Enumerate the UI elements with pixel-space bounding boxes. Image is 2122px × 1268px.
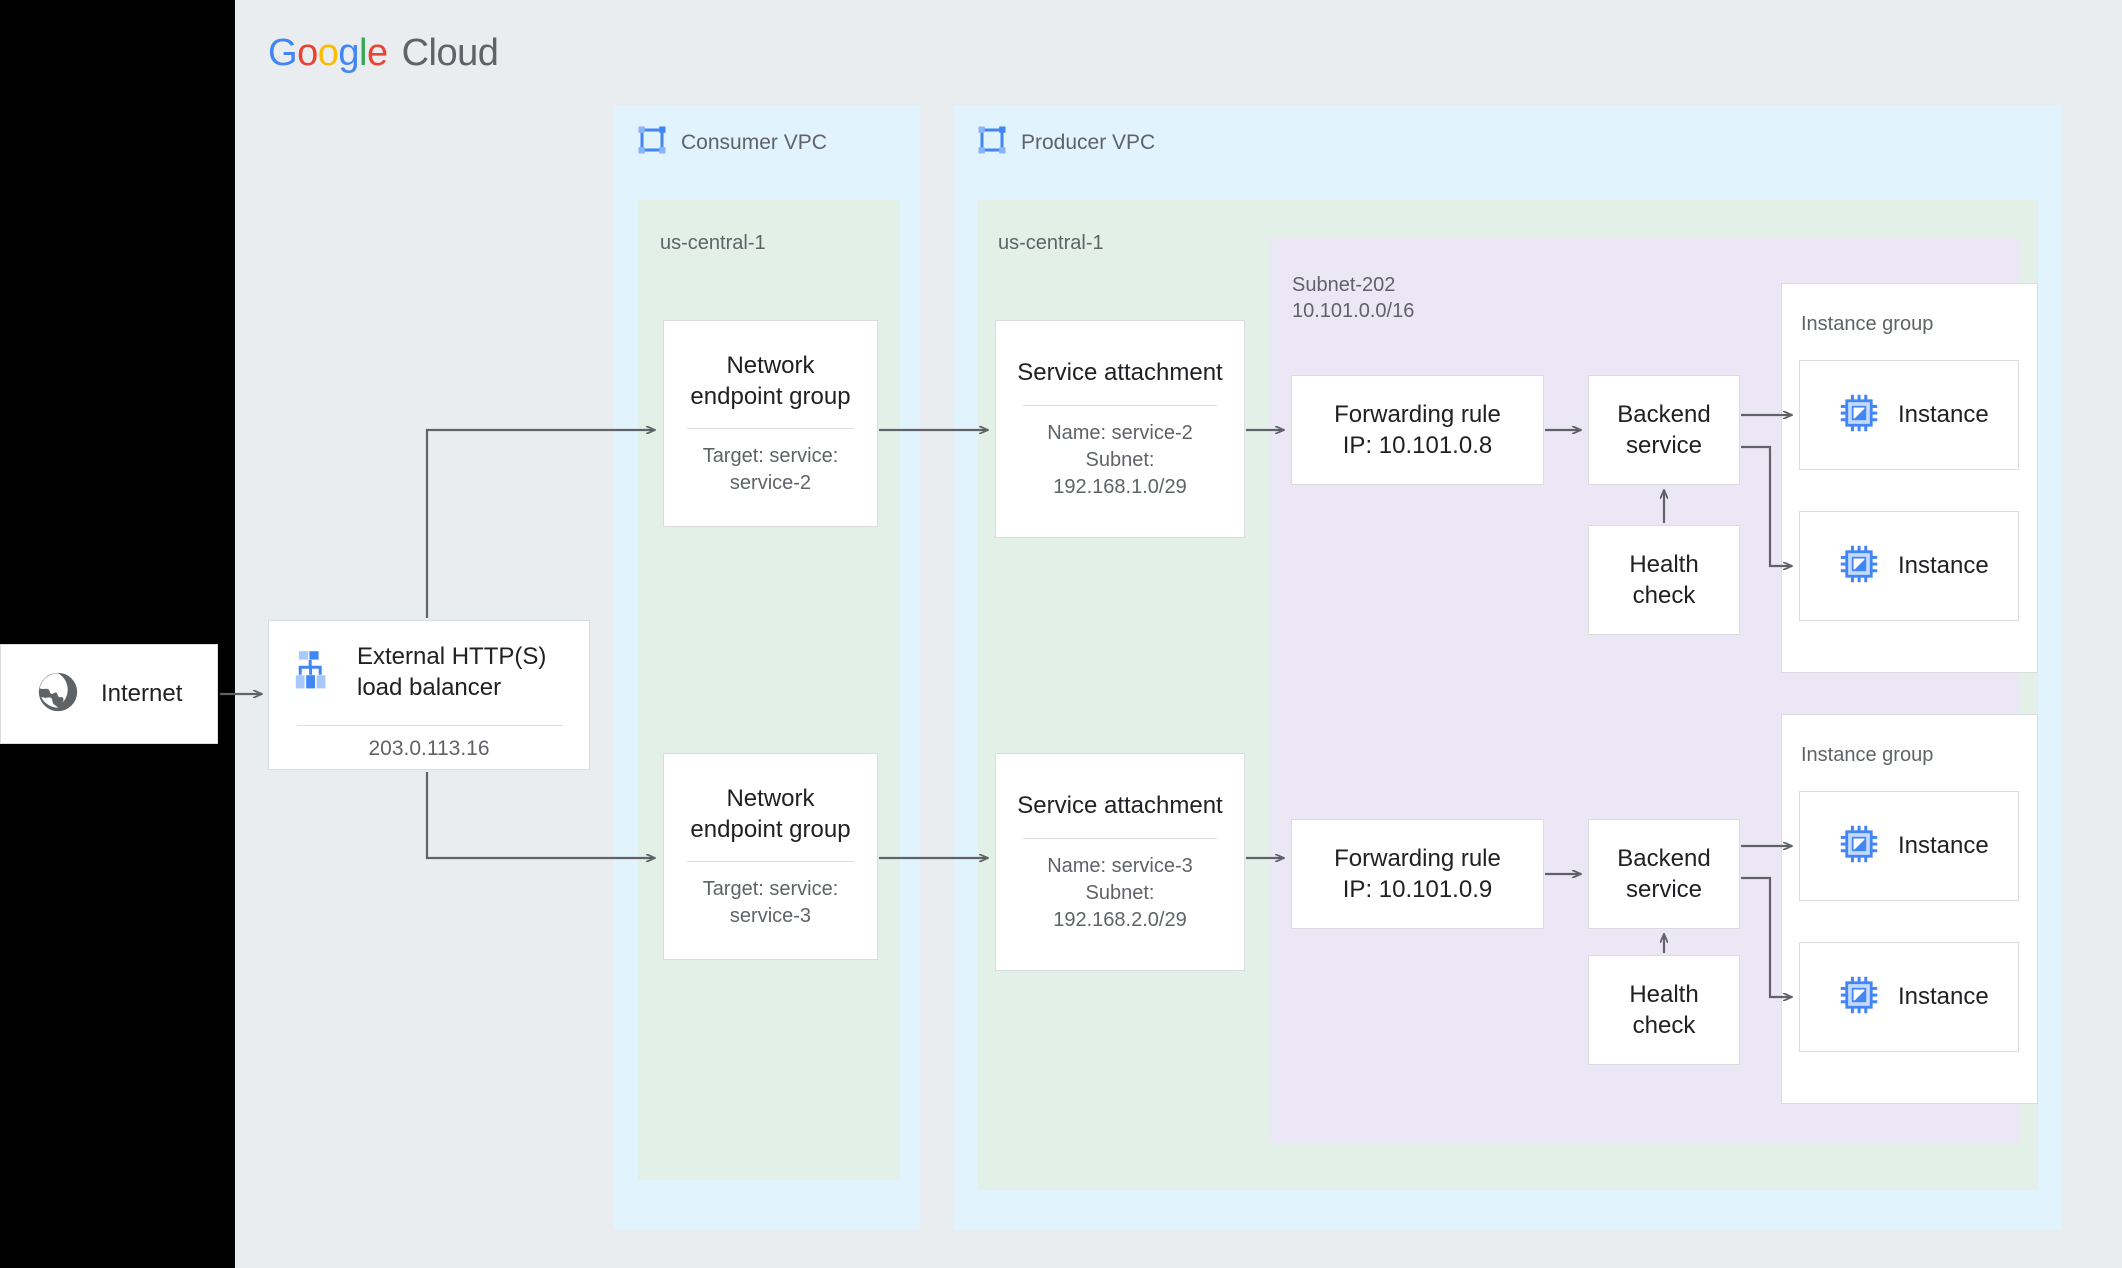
load-balancer-title: External HTTP(S) load balancer [357, 641, 546, 703]
fr-2-line2: IP: 10.101.0.9 [1342, 876, 1493, 903]
neg-2-sub-line1: Target: service: [702, 878, 839, 901]
sa-2-subnet-label: Subnet: [1085, 881, 1155, 904]
consumer-region-label: us-central-1 [660, 232, 766, 254]
sa-1-divider [1023, 404, 1217, 406]
instance-icon [1838, 823, 1880, 870]
service-attachment-2[interactable]: Service attachment Name: service-3 Subne… [995, 753, 1245, 971]
sa-2-subnet-cidr: 192.168.2.0/29 [1053, 908, 1187, 931]
consumer-vpc-label: Consumer VPC [681, 130, 827, 154]
instance-2-1-label: Instance [1898, 832, 1989, 859]
internet-box[interactable]: Internet [0, 644, 218, 744]
vpc-icon [637, 125, 667, 160]
bs-2-line1: Backend [1617, 844, 1711, 872]
logo-letter-g2: g [338, 32, 359, 74]
sa-2-title: Service attachment [1017, 792, 1223, 820]
load-balancer-icon [291, 646, 339, 699]
neg-2-divider [687, 861, 854, 863]
load-balancer-box[interactable]: External HTTP(S) load balancer 203.0.113… [268, 620, 590, 770]
instance-icon [1838, 392, 1880, 439]
hc-2-line1: Health [1629, 980, 1699, 1008]
logo-letter-e: e [366, 32, 388, 74]
health-check-1[interactable]: Health check [1588, 525, 1740, 635]
sa-1-name: Name: service-2 [1047, 421, 1193, 444]
instance-icon [1838, 543, 1880, 590]
fr-2-text: Forwarding rule IP: 10.101.0.9 [1334, 843, 1501, 905]
sa-2-name: Name: service-3 [1047, 854, 1193, 877]
neg-2-subtitle: Target: service: service-3 [703, 876, 839, 930]
service-attachment-1[interactable]: Service attachment Name: service-2 Subne… [995, 320, 1245, 538]
logo-word-cloud: Cloud [401, 32, 499, 74]
subnet-name: Subnet-202 [1292, 274, 1396, 296]
neg-1-title-line2: endpoint group [690, 383, 851, 410]
neg-2-title: Network endpoint group [690, 783, 850, 845]
lb-ip-address: 203.0.113.16 [368, 737, 490, 760]
instance-1-1[interactable]: Instance [1799, 360, 2019, 470]
neg-1-sub-line1: Target: service: [702, 445, 839, 468]
lb-divider [297, 725, 563, 726]
instance-2-1[interactable]: Instance [1799, 791, 2019, 901]
instance-1-2-label: Instance [1898, 552, 1989, 579]
logo-letter-o1: o [297, 32, 318, 74]
instance-2-2[interactable]: Instance [1799, 942, 2019, 1052]
subnet-cidr: 10.101.0.0/16 [1292, 300, 1415, 323]
sa-1-title: Service attachment [1017, 359, 1223, 387]
producer-region-label: us-central-1 [998, 232, 1104, 254]
instance-1-2[interactable]: Instance [1799, 511, 2019, 621]
hc-1-line1: Health [1629, 550, 1699, 578]
internet-label: Internet [101, 680, 183, 707]
backend-service-1[interactable]: Backend service [1588, 375, 1740, 485]
neg-2-title-line1: Network [726, 784, 815, 812]
fr-1-line2: IP: 10.101.0.8 [1342, 432, 1493, 459]
bs-1-text: Backend service [1617, 399, 1710, 461]
neg-1-subtitle: Target: service: service-2 [703, 443, 839, 497]
logo-letter-l: l [358, 32, 367, 74]
sa-2-divider [1023, 837, 1217, 839]
backend-service-2[interactable]: Backend service [1588, 819, 1740, 929]
bs-1-line2: service [1625, 432, 1703, 459]
vpc-icon [977, 125, 1007, 160]
google-cloud-logo: Google Cloud [268, 32, 499, 75]
instance-group-1-label: Instance group [1801, 313, 1934, 335]
lb-title-line1: External HTTP(S) [357, 643, 547, 670]
subnet-label: Subnet-202 10.101.0.0/16 [1292, 272, 1414, 325]
neg-1-title: Network endpoint group [690, 350, 850, 412]
instance-group-2-label: Instance group [1801, 744, 1934, 766]
neg-1-sub-line2: service-2 [729, 472, 812, 495]
instance-icon [1838, 974, 1880, 1021]
globe-icon [35, 669, 81, 720]
logo-letter-g1: G [268, 32, 298, 74]
sa-1-subnet-label: Subnet: [1085, 448, 1155, 471]
producer-vpc-header: Producer VPC [977, 125, 1155, 160]
bs-1-line1: Backend [1617, 400, 1711, 428]
instance-1-1-label: Instance [1898, 401, 1989, 428]
neg-2-title-line2: endpoint group [690, 816, 851, 843]
hc-1-line2: check [1632, 582, 1696, 609]
sa-2-subtitle: Name: service-3 Subnet: 192.168.2.0/29 [1047, 853, 1193, 934]
neg-1-divider [687, 428, 854, 430]
neg-2-sub-line2: service-3 [729, 905, 812, 928]
load-balancer-row: External HTTP(S) load balancer [291, 641, 546, 703]
health-check-2[interactable]: Health check [1588, 955, 1740, 1065]
fr-2-line1: Forwarding rule [1334, 844, 1501, 872]
sa-1-subtitle: Name: service-2 Subnet: 192.168.1.0/29 [1047, 420, 1193, 501]
sa-1-subnet-cidr: 192.168.1.0/29 [1053, 475, 1187, 498]
network-endpoint-group-1[interactable]: Network endpoint group Target: service: … [663, 320, 878, 527]
fr-1-text: Forwarding rule IP: 10.101.0.8 [1334, 399, 1501, 461]
hc-2-text: Health check [1629, 979, 1698, 1041]
consumer-vpc-header: Consumer VPC [637, 125, 827, 160]
instance-2-2-label: Instance [1898, 983, 1989, 1010]
bs-2-line2: service [1625, 876, 1703, 903]
lb-title-line2: load balancer [357, 674, 502, 702]
hc-2-line2: check [1632, 1012, 1696, 1039]
producer-vpc-label: Producer VPC [1021, 130, 1156, 154]
forwarding-rule-2[interactable]: Forwarding rule IP: 10.101.0.9 [1291, 819, 1544, 929]
bs-2-text: Backend service [1617, 843, 1710, 905]
neg-1-title-line1: Network [726, 351, 815, 379]
logo-letter-o2: o [317, 32, 339, 74]
hc-1-text: Health check [1629, 549, 1698, 611]
forwarding-rule-1[interactable]: Forwarding rule IP: 10.101.0.8 [1291, 375, 1544, 485]
network-endpoint-group-2[interactable]: Network endpoint group Target: service: … [663, 753, 878, 960]
fr-1-line1: Forwarding rule [1334, 400, 1501, 428]
